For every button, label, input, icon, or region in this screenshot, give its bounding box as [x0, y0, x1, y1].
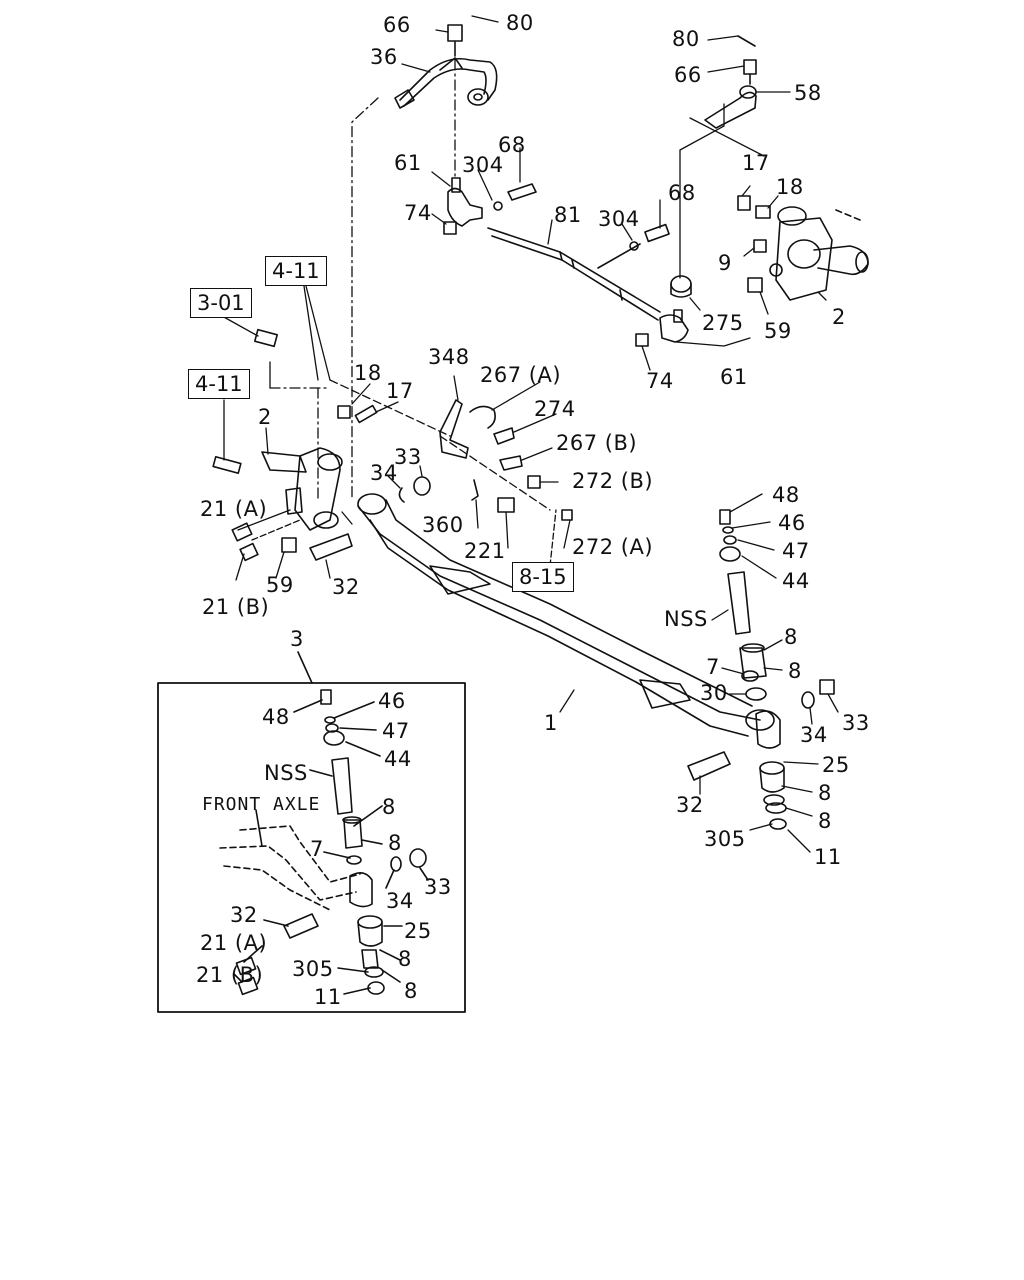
callout-304: 304 [462, 153, 504, 177]
callout-47: 47 [782, 539, 810, 563]
section-ref-8-15[interactable]: 8-15 [512, 562, 574, 592]
inset-callout-25: 25 [404, 919, 432, 943]
tie-rod [487, 227, 661, 321]
steering-knuckle-left [212, 328, 343, 531]
callout-17: 17 [742, 151, 770, 175]
leader-lines [221, 15, 839, 853]
callout-32: 32 [332, 575, 360, 599]
kingpin-stack-right [687, 509, 835, 830]
callout-80: 80 [672, 27, 700, 51]
callout-2: 2 [832, 305, 846, 329]
callout-8: 8 [818, 809, 832, 833]
callout-58: 58 [794, 81, 822, 105]
callout-221: 221 [464, 539, 506, 563]
callout-275: 275 [702, 311, 744, 335]
callout-274: 274 [534, 397, 576, 421]
callout-33: 33 [842, 711, 870, 735]
inset-callout-7: 7 [310, 837, 324, 861]
inset-callout-21a: 21 (A) [200, 931, 268, 955]
callout-267b: 267 (B) [556, 431, 638, 455]
callout-8: 8 [784, 625, 798, 649]
callout-8: 8 [788, 659, 802, 683]
section-ref-4-11[interactable]: 4-11 [188, 369, 250, 399]
inset-callout-21b: 21 (B) [196, 963, 264, 987]
callout-304: 304 [598, 207, 640, 231]
callout-66: 66 [383, 13, 411, 37]
callout-348: 348 [428, 345, 470, 369]
inset-callout-47: 47 [382, 719, 410, 743]
callout-305: 305 [704, 827, 746, 851]
callout-48: 48 [772, 483, 800, 507]
inset-callout-33: 33 [424, 875, 452, 899]
inset-callout-8: 8 [388, 831, 402, 855]
callout-18: 18 [354, 361, 382, 385]
callout-68: 68 [498, 133, 526, 157]
callout-nss: NSS [664, 607, 708, 631]
callout-25: 25 [822, 753, 850, 777]
callout-360: 360 [422, 513, 464, 537]
callout-18: 18 [776, 175, 804, 199]
inset-callout-48: 48 [262, 705, 290, 729]
callout-74: 74 [646, 369, 674, 393]
inset-callout-11: 11 [314, 985, 342, 1009]
callout-3: 3 [290, 627, 304, 651]
callout-1: 1 [544, 711, 558, 735]
callout-59: 59 [764, 319, 792, 343]
callout-7: 7 [706, 655, 720, 679]
inset-callout-8: 8 [382, 795, 396, 819]
small-parts-left [231, 404, 431, 562]
callout-17: 17 [386, 379, 414, 403]
inset-detail [157, 651, 466, 1013]
callout-80: 80 [506, 11, 534, 35]
inset-callout-34: 34 [386, 889, 414, 913]
callout-74: 74 [404, 201, 432, 225]
callout-8: 8 [818, 781, 832, 805]
callout-30: 30 [700, 681, 728, 705]
section-ref-3-01[interactable]: 3-01 [190, 288, 252, 318]
callout-33: 33 [394, 445, 422, 469]
drag-link-arm [394, 24, 498, 109]
inset-caption: FRONT AXLE [202, 794, 321, 815]
inset-callout-305: 305 [292, 957, 334, 981]
inset-callout-8: 8 [398, 947, 412, 971]
inset-callout-46: 46 [378, 689, 406, 713]
steering-knuckle-right [737, 195, 869, 301]
callout-59: 59 [266, 573, 294, 597]
callout-46: 46 [778, 511, 806, 535]
tie-rod-end-left [443, 177, 537, 235]
inset-callout-nss: NSS [264, 761, 308, 785]
callout-68: 68 [668, 181, 696, 205]
bracket-assembly [439, 399, 573, 521]
callout-2: 2 [258, 405, 272, 429]
inset-callout-32: 32 [230, 903, 258, 927]
inset-callout-44: 44 [384, 747, 412, 771]
inset-callout-8: 8 [404, 979, 418, 1003]
callout-21a: 21 (A) [200, 497, 268, 521]
callout-61: 61 [720, 365, 748, 389]
callout-272b: 272 (B) [572, 469, 654, 493]
callout-81: 81 [554, 203, 582, 227]
section-ref-4-11[interactable]: 4-11 [265, 256, 327, 286]
callout-66: 66 [674, 63, 702, 87]
callout-11: 11 [814, 845, 842, 869]
callout-32: 32 [676, 793, 704, 817]
callout-34: 34 [370, 461, 398, 485]
callout-21b: 21 (B) [202, 595, 270, 619]
callout-36: 36 [370, 45, 398, 69]
front-axle-beam [357, 493, 775, 737]
callout-34: 34 [800, 723, 828, 747]
callout-267a: 267 (A) [480, 363, 562, 387]
callout-272a: 272 (A) [572, 535, 654, 559]
tie-rod-end-right [629, 223, 692, 347]
callout-61: 61 [394, 151, 422, 175]
steering-arm-right [704, 35, 757, 129]
callout-44: 44 [782, 569, 810, 593]
callout-9: 9 [718, 251, 732, 275]
